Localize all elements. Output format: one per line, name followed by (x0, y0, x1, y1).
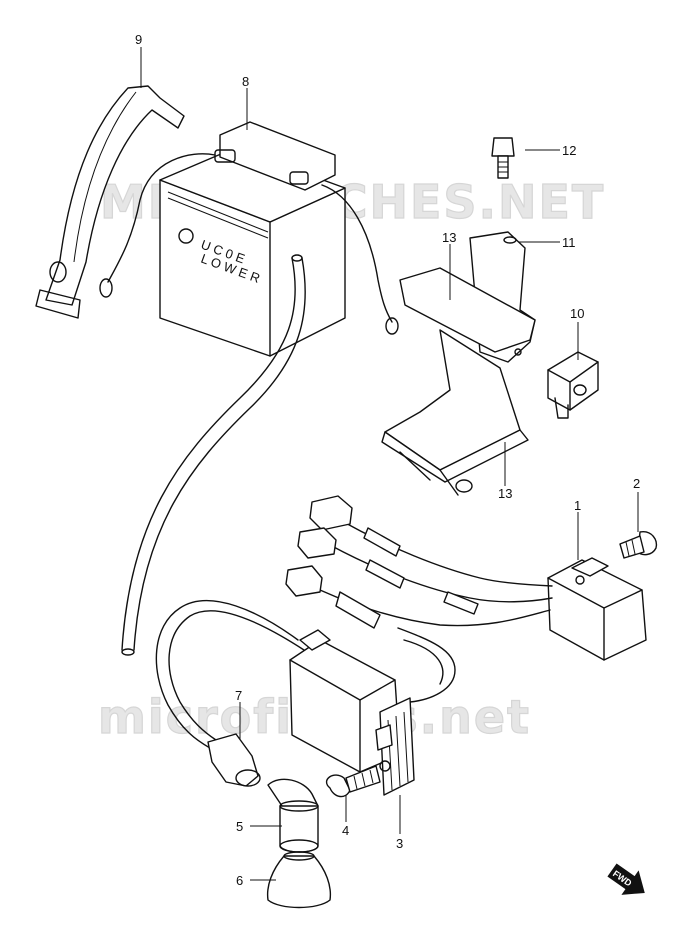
callout-11: 11 (562, 235, 576, 250)
callout-9: 9 (135, 32, 142, 47)
battery-strap (35, 85, 185, 319)
callout-13-top: 13 (442, 230, 456, 245)
callout-1: 1 (574, 498, 581, 513)
callout-numbers: 9 8 12 11 13 10 13 2 1 7 5 4 3 6 (135, 32, 640, 888)
callout-2: 2 (633, 476, 640, 491)
breather-tube (121, 254, 306, 656)
plug-cap-5 (267, 778, 319, 853)
battery-bracket (381, 231, 536, 496)
screw-4 (325, 765, 381, 798)
ignition-coil (289, 629, 415, 796)
fwd-arrow-icon: FWD (607, 863, 645, 895)
screw-2 (619, 531, 658, 559)
callout-8: 8 (242, 74, 249, 89)
cdi-unit (547, 557, 647, 661)
plug-cap-7 (207, 733, 261, 787)
bolt-12 (491, 137, 515, 179)
callout-10: 10 (570, 306, 584, 321)
leader-lines (140, 47, 639, 881)
callout-12: 12 (562, 143, 576, 158)
callout-7: 7 (235, 688, 242, 703)
battery: U C 0 E L O W E R (99, 121, 399, 357)
plug-boot-6 (266, 851, 332, 909)
callout-5: 5 (236, 819, 243, 834)
wire-harness (285, 495, 553, 703)
high-tension-lead (155, 599, 305, 749)
fuse-holder (547, 351, 599, 419)
callout-6: 6 (236, 873, 243, 888)
callout-3: 3 (396, 836, 403, 851)
callout-13-bottom: 13 (498, 486, 512, 501)
callout-4: 4 (342, 823, 349, 838)
